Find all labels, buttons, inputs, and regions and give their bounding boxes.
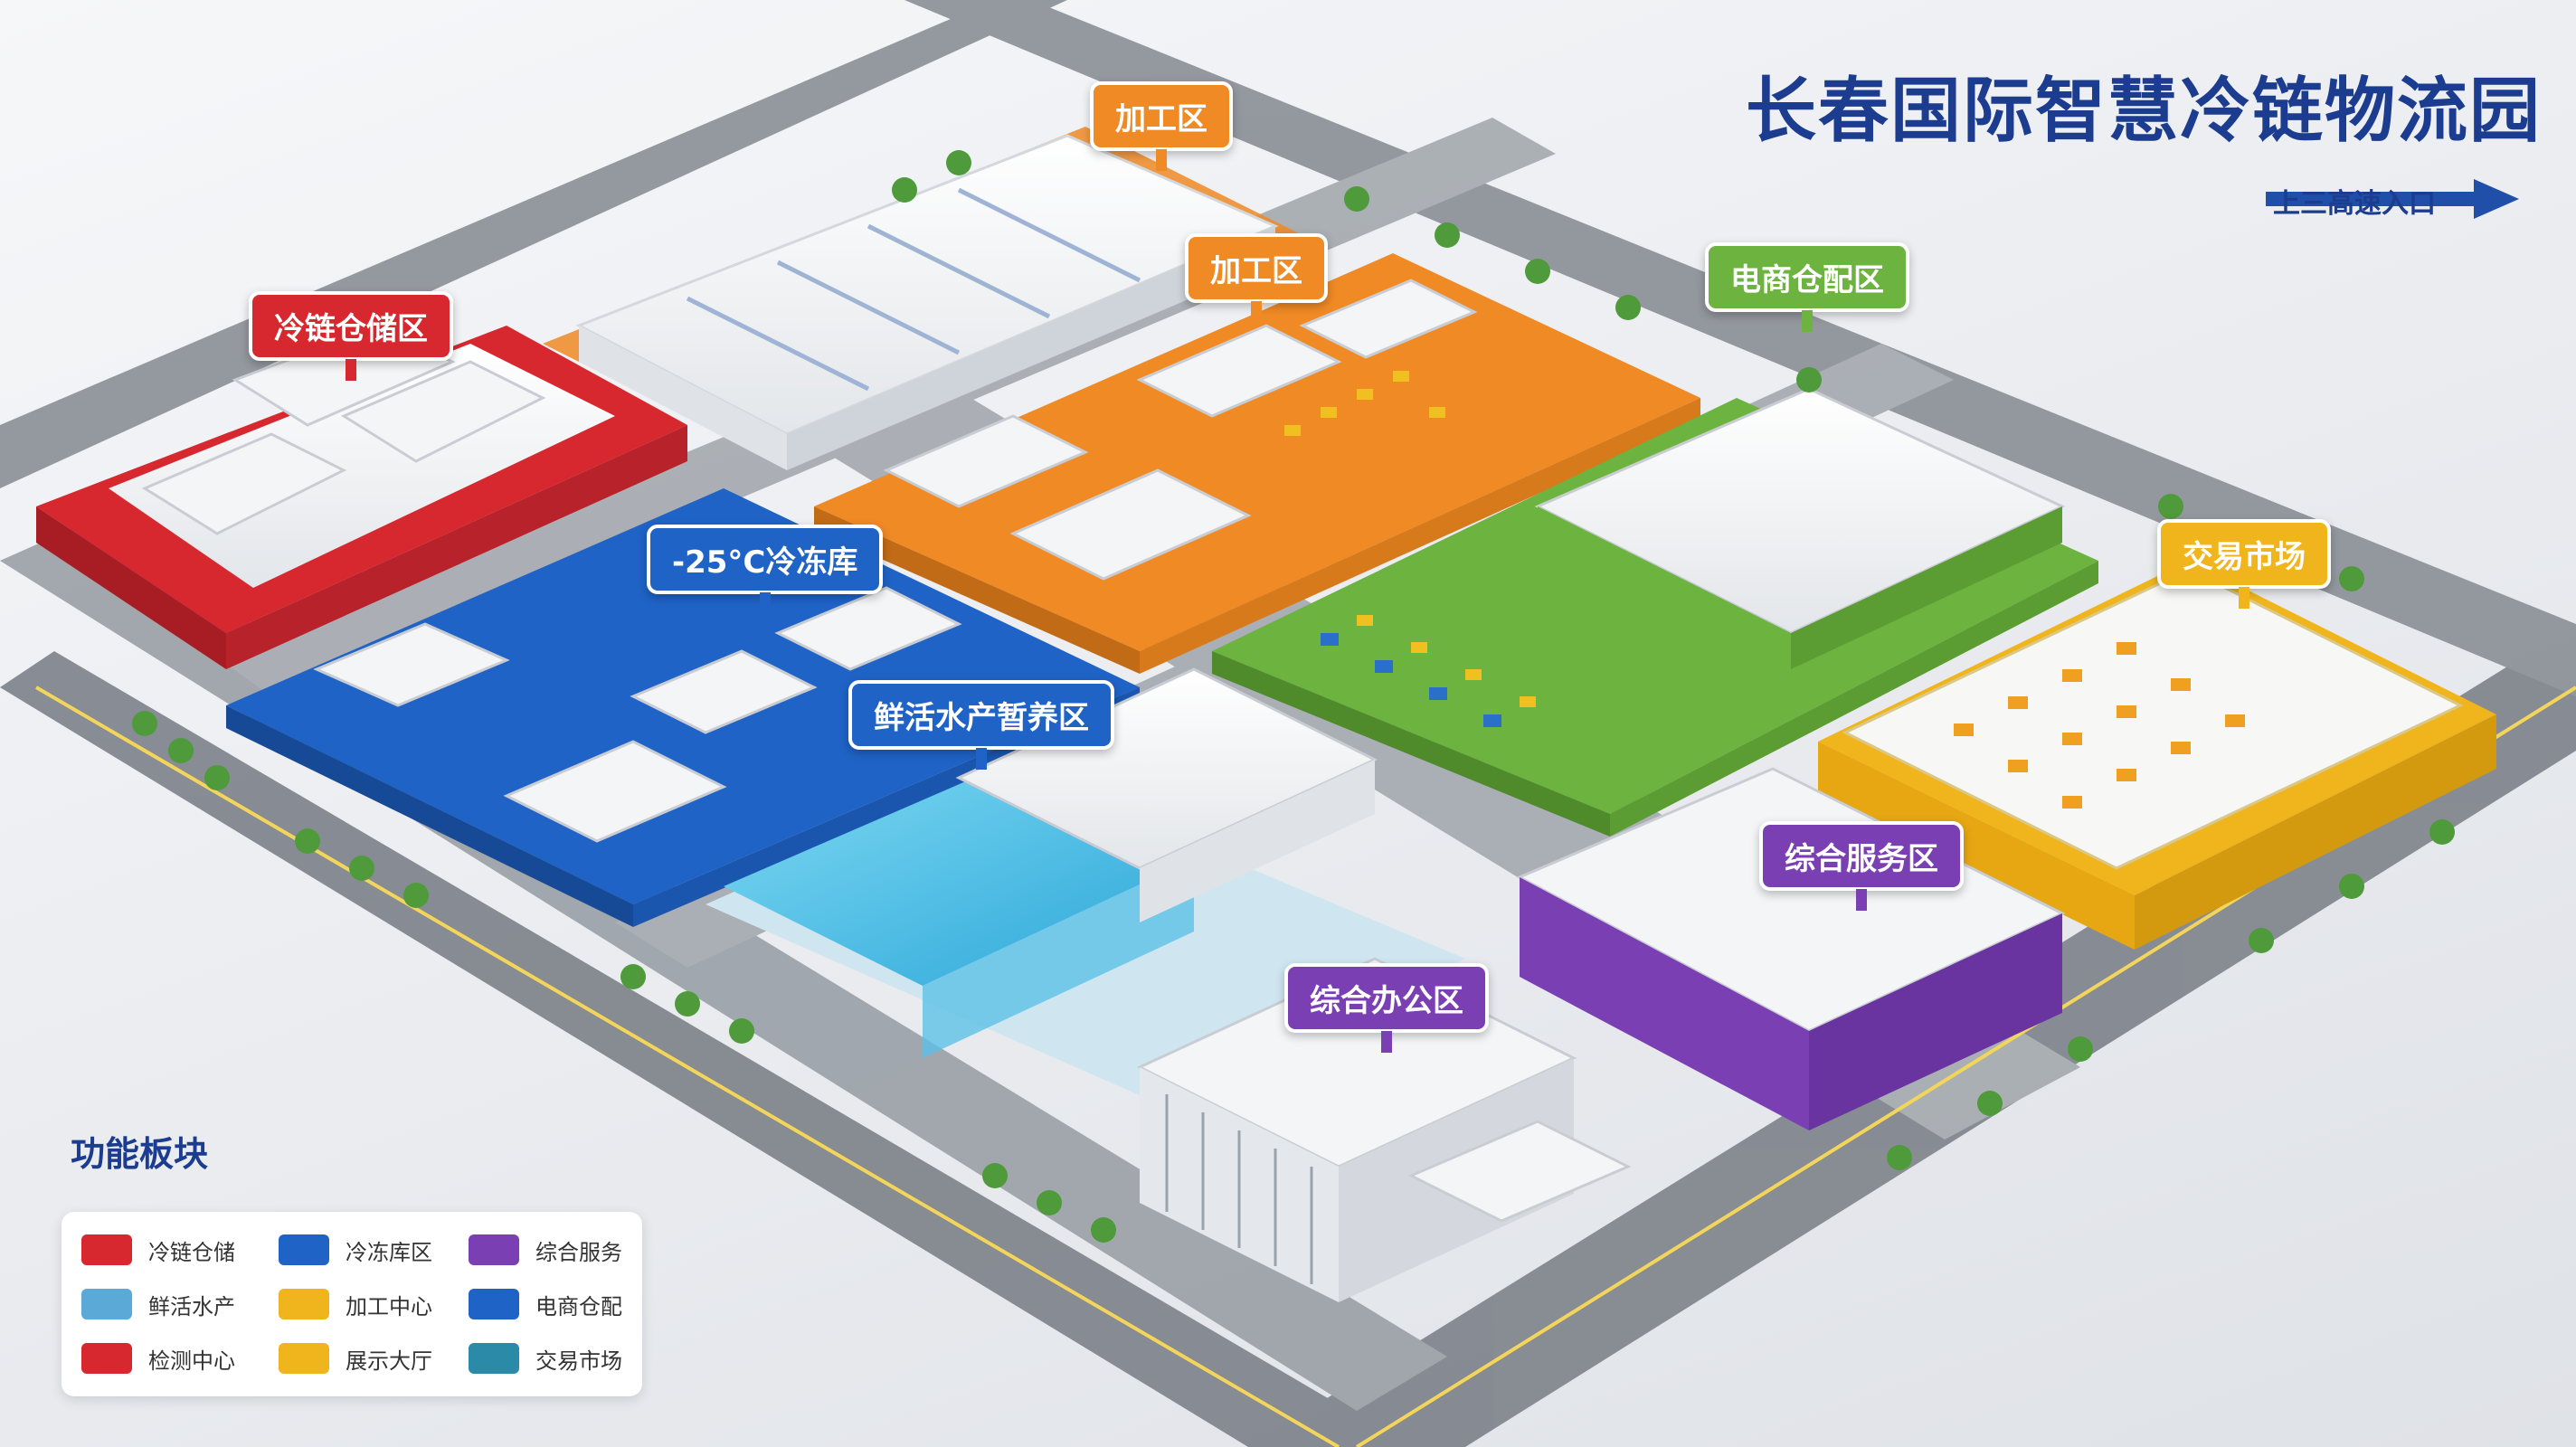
zone-cold-storage[interactable]	[36, 324, 687, 669]
legend-item: 加工中心	[279, 1286, 432, 1322]
zone-label-processing-1[interactable]: 加工区	[1090, 81, 1233, 171]
legend-swatch	[469, 1289, 519, 1319]
zone-label-live-seafood[interactable]: 鲜活水产暂养区	[848, 680, 1114, 770]
zone-office[interactable]	[1136, 957, 1632, 1302]
legend-label: 电商仓配	[535, 1293, 622, 1319]
legend-label: 展示大厅	[346, 1348, 432, 1374]
zone-label-office[interactable]: 综合办公区	[1284, 963, 1489, 1053]
legend-label: 冷冻库区	[346, 1239, 432, 1265]
legend-item: 鲜活水产	[81, 1286, 235, 1322]
legend-swatch	[469, 1234, 519, 1265]
legend-swatch	[279, 1343, 329, 1374]
legend-swatch	[279, 1289, 329, 1319]
legend-title: 功能板块	[71, 1134, 209, 1174]
legend-label: 交易市场	[535, 1348, 622, 1374]
legend-label: 冷链仓储	[148, 1239, 235, 1265]
zone-ecommerce[interactable]	[1212, 387, 2098, 837]
zone-label-cold-storage[interactable]: 冷链仓储区	[249, 291, 453, 381]
legend-panel: 冷链仓储 冷冻库区 综合服务 鲜活水产 加工中心 电商仓配 检测中心 展示大厅	[62, 1212, 642, 1396]
legend-swatch	[81, 1289, 132, 1319]
legend-item: 检测中心	[81, 1340, 235, 1376]
legend-item: 展示大厅	[279, 1340, 432, 1376]
arrow-right-icon	[2266, 179, 2519, 219]
zone-label-general-services[interactable]: 综合服务区	[1759, 821, 1964, 911]
legend-label: 检测中心	[148, 1348, 235, 1374]
legend-label: 综合服务	[535, 1239, 622, 1265]
highway-entrance-label: 上三高速入口	[2273, 188, 2436, 220]
legend-item: 冷冻库区	[279, 1232, 432, 1268]
page-title: 长春国际智慧冷链物流园	[1745, 71, 2542, 152]
zone-label-ecommerce[interactable]: 电商仓配区	[1705, 242, 1909, 332]
legend-item: 冷链仓储	[81, 1232, 235, 1268]
zone-label-freezer[interactable]: -25°C冷冻库	[647, 525, 884, 614]
zone-general-services[interactable]	[1516, 767, 2066, 1130]
legend-swatch	[469, 1343, 519, 1374]
zone-label-processing-2[interactable]: 加工区	[1185, 233, 1328, 323]
legend-label: 加工中心	[346, 1293, 432, 1319]
legend-item: 电商仓配	[469, 1286, 622, 1322]
legend-swatch	[81, 1234, 132, 1265]
landscaping	[132, 150, 2455, 1243]
legend-item: 综合服务	[469, 1232, 622, 1268]
zone-main-warehouse[interactable]	[543, 127, 1302, 470]
legend-swatch	[279, 1234, 329, 1265]
legend-swatch	[81, 1343, 132, 1374]
legend-item: 交易市场	[469, 1340, 622, 1376]
zone-trading-market[interactable]	[1818, 561, 2496, 950]
zone-processing[interactable]	[814, 253, 1700, 674]
legend-label: 鲜活水产	[148, 1293, 235, 1319]
zone-label-trading-market[interactable]: 交易市场	[2157, 519, 2331, 609]
highway-entrance-marker[interactable]: 上三高速入口	[2266, 172, 2519, 226]
